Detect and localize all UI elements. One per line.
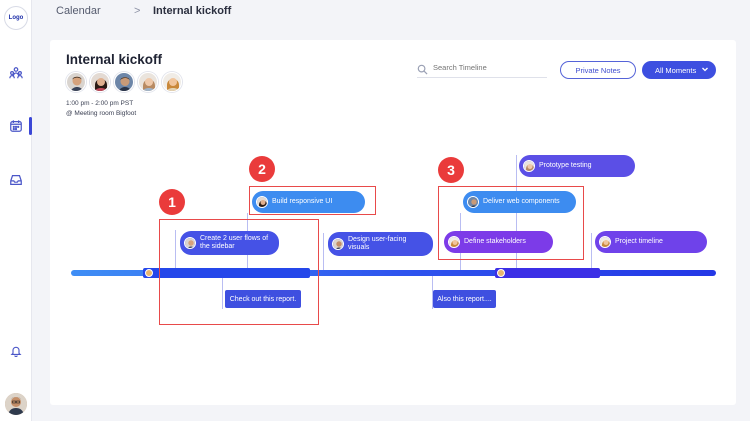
moment-avatar — [448, 236, 460, 248]
annotation-badge: 2 — [249, 156, 275, 182]
attendee-avatar[interactable] — [138, 72, 158, 92]
moment-label: Project timeline — [615, 238, 663, 245]
breadcrumb-separator: > — [134, 5, 141, 17]
highlight-box — [159, 219, 319, 325]
moment-label: Build responsive UI — [272, 198, 333, 205]
attendee-avatar[interactable] — [114, 72, 134, 92]
timeline-segment[interactable] — [143, 268, 310, 278]
moment-deliver-web-components[interactable]: Deliver web components — [463, 191, 576, 213]
attendee-avatar[interactable] — [66, 72, 86, 92]
timeline-avatar-marker[interactable] — [497, 269, 505, 277]
moment-define-stakeholders[interactable]: Define stakeholders — [444, 231, 553, 253]
breadcrumb-current: Internal kickoff — [153, 5, 232, 17]
timeline-avatar-marker[interactable] — [145, 269, 153, 277]
moment-label: Prototype testing — [539, 162, 592, 169]
sidebar: Logo — [0, 0, 32, 421]
note-check-out-report[interactable]: Check out this report. — [225, 290, 301, 308]
moment-avatar — [467, 196, 479, 208]
moment-avatar — [256, 196, 268, 208]
moment-label: Define stakeholders — [464, 238, 526, 245]
timeline-track[interactable] — [71, 270, 716, 276]
timeline-connector — [432, 276, 433, 309]
event-time: 1:00 pm - 2:00 pm PST — [66, 100, 134, 107]
user-avatar[interactable] — [5, 393, 27, 415]
timeline-connector — [175, 230, 176, 270]
moment-label: Deliver web components — [483, 198, 560, 205]
moment-avatar — [184, 237, 196, 249]
timeline-segment[interactable] — [495, 268, 600, 278]
bell-icon[interactable] — [10, 345, 22, 357]
moment-create-user-flows[interactable]: Create 2 user flows of the sidebar — [180, 231, 279, 255]
active-indicator — [29, 117, 32, 135]
page-title: Internal kickoff — [66, 52, 163, 67]
chevron-down-icon — [702, 67, 708, 72]
calendar-icon[interactable] — [9, 119, 23, 133]
attendee-avatar[interactable] — [90, 72, 110, 92]
attendee-list — [66, 72, 182, 92]
event-card: Internal kickoff 1:00 pm - 2:00 pm PST @… — [50, 40, 736, 405]
search-input[interactable] — [433, 63, 543, 72]
timeline-connector — [591, 233, 592, 270]
annotation-badge: 1 — [159, 189, 185, 215]
private-notes-button[interactable]: Private Notes — [560, 61, 636, 79]
timeline-connector — [323, 233, 324, 270]
breadcrumb: Calendar > Internal kickoff — [32, 0, 750, 26]
note-also-this-report[interactable]: Also this report.... — [433, 290, 496, 308]
moment-label: Create 2 user flows of the sidebar — [200, 235, 269, 250]
moment-design-visuals[interactable]: Design user-facing visuals — [328, 232, 433, 256]
highlight-box — [438, 186, 584, 260]
timeline-connector — [222, 276, 223, 309]
inbox-icon[interactable] — [9, 173, 23, 187]
event-location: @ Meeting room Bigfoot — [66, 110, 137, 117]
breadcrumb-calendar[interactable]: Calendar — [56, 5, 101, 17]
all-moments-dropdown[interactable]: All Moments — [642, 61, 716, 79]
logo[interactable]: Logo — [4, 6, 28, 30]
attendee-avatar[interactable] — [162, 72, 182, 92]
moment-avatar — [523, 160, 535, 172]
moment-avatar — [332, 238, 344, 250]
search-bar — [417, 62, 547, 78]
highlight-box — [249, 186, 376, 215]
moment-label: Design user-facing visuals — [348, 236, 407, 251]
annotation-badge: 3 — [438, 157, 464, 183]
all-moments-label: All Moments — [655, 65, 697, 75]
moment-build-responsive-ui[interactable]: Build responsive UI — [252, 191, 365, 213]
moment-prototype-testing[interactable]: Prototype testing — [519, 155, 635, 177]
moment-project-timeline[interactable]: Project timeline — [595, 231, 707, 253]
team-icon[interactable] — [9, 66, 23, 80]
moment-avatar — [599, 236, 611, 248]
search-icon — [417, 64, 428, 75]
